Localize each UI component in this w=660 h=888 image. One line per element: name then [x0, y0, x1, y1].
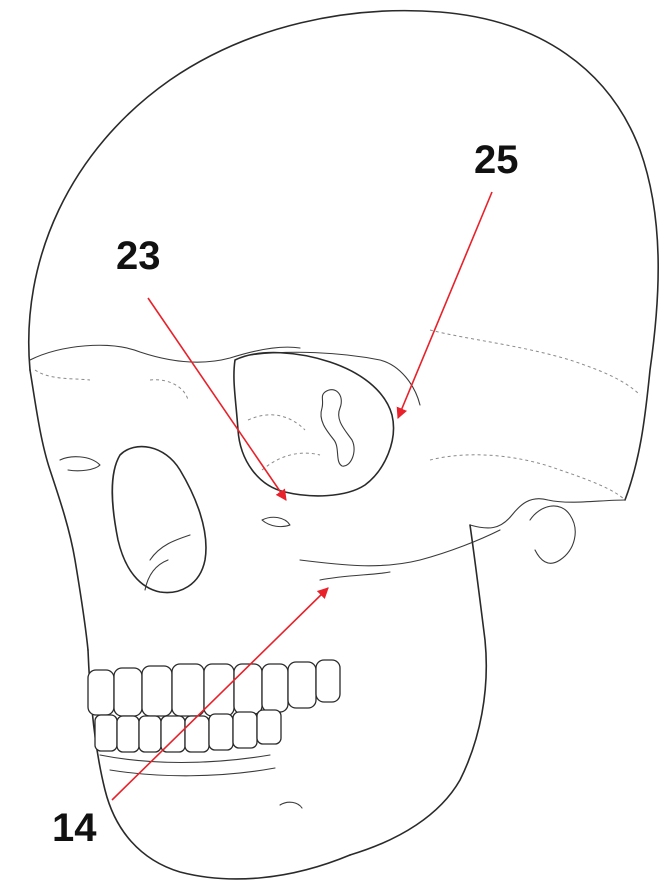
upper-teeth [88, 660, 340, 716]
orbit-suture [248, 415, 320, 470]
left-cheek-suture [35, 370, 188, 400]
right-orbit [234, 353, 394, 496]
left-orbit [60, 457, 100, 471]
callout-label-23: 23 [116, 236, 161, 276]
callout-label-14: 14 [52, 808, 97, 848]
pointer-arrow-23 [148, 298, 286, 500]
zygomatic-arch [300, 530, 500, 566]
nasal-septum [145, 535, 190, 590]
squamosal-suture [430, 455, 625, 500]
zygomatic-lower [320, 572, 390, 580]
left-face-contour [30, 370, 88, 650]
coronal-suture [430, 330, 640, 395]
temporal-contour [470, 499, 625, 528]
mental-foramen [280, 802, 302, 808]
ear-region [530, 506, 575, 563]
lower-teeth [95, 710, 281, 752]
nasal-cavity [112, 447, 206, 593]
pointer-arrow-25 [398, 192, 492, 418]
infraorbital-foramen [262, 517, 290, 526]
orbit-fissure [321, 390, 354, 466]
brow-ridge-right [250, 352, 420, 405]
callout-label-25: 25 [474, 140, 519, 180]
alveolar-ridge [100, 755, 275, 776]
